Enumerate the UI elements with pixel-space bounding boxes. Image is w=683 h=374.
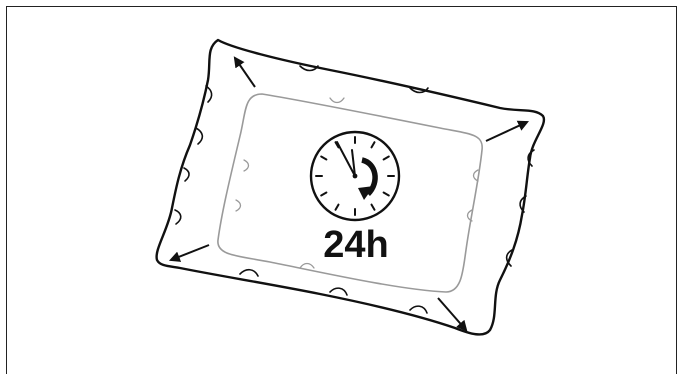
clock-icon	[311, 132, 399, 220]
duration-label: 24h	[303, 223, 409, 267]
